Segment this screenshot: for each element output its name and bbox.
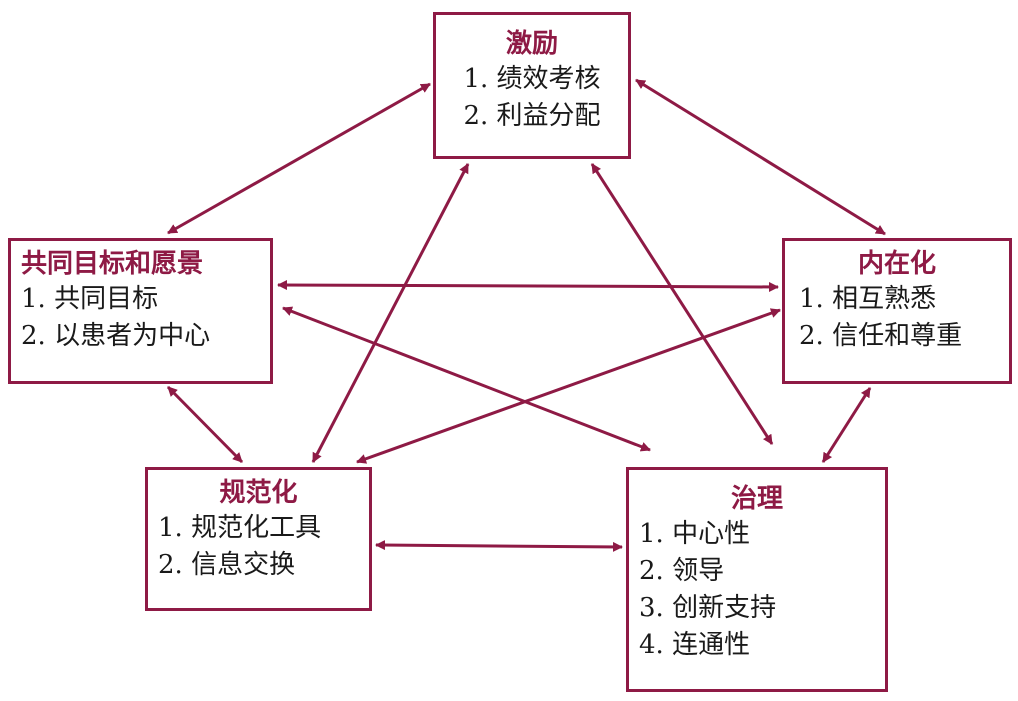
- node-title: 共同目标和愿景: [21, 249, 204, 279]
- node-item: 2. 利益分配: [463, 101, 601, 131]
- node-title: 内在化: [857, 249, 936, 279]
- node-item: 2. 领导: [639, 556, 725, 586]
- arrow-jili-neizai: [635, 78, 886, 236]
- node-neizai: 内在化 1. 相互熟悉 2. 信任和尊重: [782, 238, 1012, 384]
- arrow-neizai-guifan: [356, 308, 781, 464]
- node-item: 1. 相互熟悉: [799, 284, 937, 314]
- node-item: 2. 以患者为中心: [21, 321, 211, 351]
- node-jili: 激励 1. 绩效考核 2. 利益分配: [433, 12, 631, 159]
- arrow-gongtong-zhili: [282, 306, 651, 452]
- node-items: 1. 中心性 2. 领导 3. 创新支持 4. 连通性: [639, 516, 875, 664]
- arrow-jili-zhili: [590, 163, 774, 445]
- node-gongtong: 共同目标和愿景 1. 共同目标 2. 以患者为中心: [8, 238, 273, 384]
- node-item: 1. 共同目标: [21, 284, 159, 314]
- node-item: 1. 中心性: [639, 519, 751, 549]
- arrow-neizai-zhili: [821, 387, 872, 463]
- node-items: 1. 相互熟悉 2. 信任和尊重: [795, 281, 999, 355]
- node-guifan: 规范化 1. 规范化工具 2. 信息交换: [145, 467, 372, 611]
- node-title: 治理: [730, 484, 783, 514]
- node-item: 1. 绩效考核: [463, 64, 601, 94]
- node-items: 1. 规范化工具 2. 信息交换: [158, 510, 359, 584]
- node-items: 1. 共同目标 2. 以患者为中心: [21, 281, 260, 355]
- node-items: 1. 绩效考核 2. 利益分配: [446, 61, 618, 135]
- arrow-jili-guifan: [311, 163, 470, 463]
- arrow-guifan-zhili: [375, 540, 623, 552]
- node-item: 1. 规范化工具: [158, 513, 322, 543]
- node-item: 2. 信息交换: [158, 550, 296, 580]
- arrow-gongtong-neizai: [277, 280, 779, 292]
- arrow-jili-gongtong: [167, 82, 431, 235]
- node-title: 激励: [505, 29, 558, 59]
- node-item: 2. 信任和尊重: [799, 321, 963, 351]
- node-item: 3. 创新支持: [639, 593, 777, 623]
- node-item: 4. 连通性: [639, 630, 751, 660]
- arrow-gongtong-guifan: [166, 385, 244, 464]
- node-zhili: 治理 1. 中心性 2. 领导 3. 创新支持 4. 连通性: [626, 467, 888, 692]
- node-title: 规范化: [219, 478, 298, 508]
